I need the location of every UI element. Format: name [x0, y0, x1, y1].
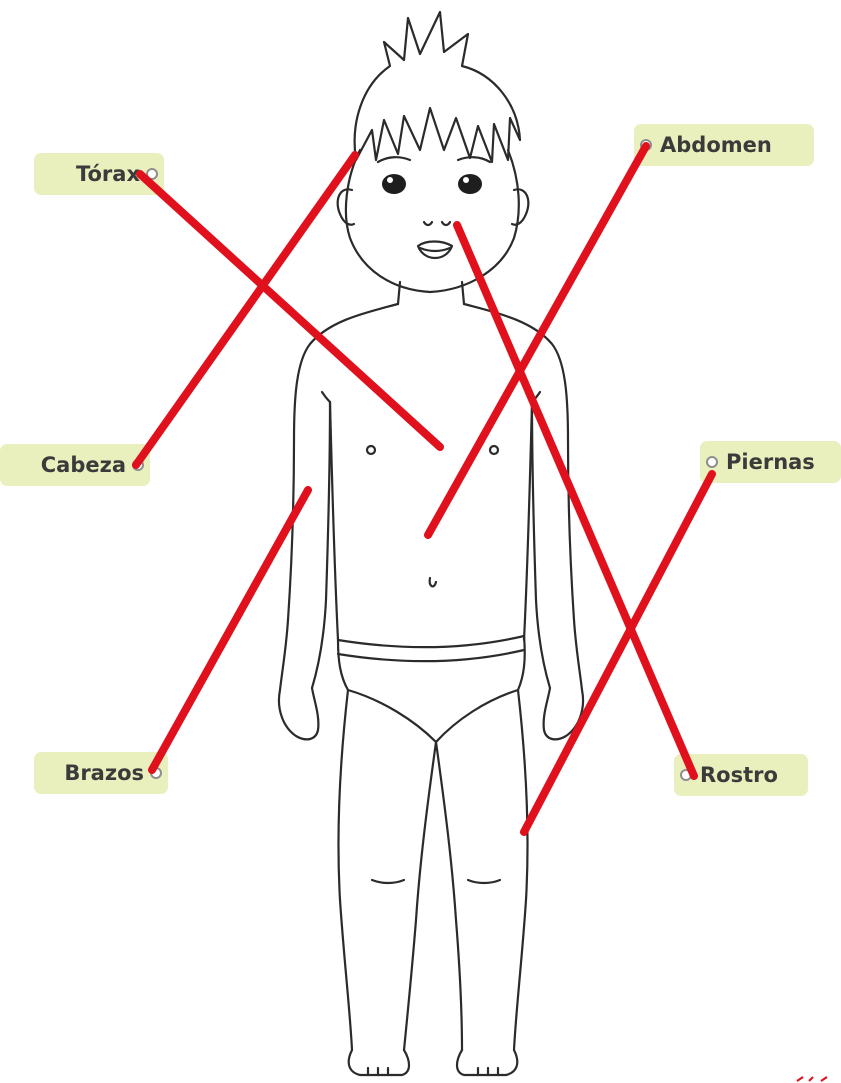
navel — [430, 578, 436, 586]
right-eye-highlight — [463, 177, 469, 183]
connector-point-torax[interactable] — [146, 168, 158, 180]
label-cabeza-text: Cabeza — [41, 453, 126, 477]
left-armpit — [322, 392, 330, 402]
label-piernas[interactable]: Piernas — [700, 441, 841, 483]
right-ear — [512, 189, 528, 224]
label-rostro[interactable]: Rostro — [674, 754, 808, 796]
left-leg-inner — [404, 742, 436, 1050]
connector-point-cabeza[interactable] — [132, 459, 144, 471]
label-abdomen[interactable]: Abdomen — [634, 124, 814, 166]
mouth-line — [420, 248, 450, 251]
left-nipple — [367, 446, 375, 454]
right-eyebrow — [458, 157, 490, 162]
hair — [355, 12, 520, 162]
torso-right — [524, 402, 532, 640]
right-armpit — [532, 392, 540, 402]
right-leg-inner — [436, 742, 462, 1050]
torso-left — [330, 402, 338, 640]
left-inner-arm — [312, 402, 330, 688]
connector-point-rostro[interactable] — [680, 769, 692, 781]
label-brazos-text: Brazos — [64, 761, 144, 785]
left-shoulder-arm — [279, 304, 398, 739]
label-torax[interactable]: Tórax — [34, 153, 164, 195]
label-rostro-text: Rostro — [700, 763, 778, 787]
connector-point-abdomen[interactable] — [640, 139, 652, 151]
left-eye-highlight — [387, 177, 393, 183]
label-abdomen-text: Abdomen — [660, 133, 772, 157]
left-eyebrow — [378, 157, 410, 162]
right-eye — [458, 174, 482, 194]
label-cabeza[interactable]: Cabeza — [0, 444, 150, 486]
right-nipple — [490, 446, 498, 454]
nose — [424, 222, 450, 225]
underwear-waistband — [338, 650, 524, 661]
eyes — [382, 174, 482, 194]
left-eye — [382, 174, 406, 194]
connector-point-brazos[interactable] — [150, 767, 162, 779]
corner-mark — [795, 1075, 835, 1083]
right-inner-arm — [532, 402, 550, 688]
label-torax-text: Tórax — [76, 162, 140, 186]
connector-point-piernas[interactable] — [706, 456, 718, 468]
label-brazos[interactable]: Brazos — [34, 752, 168, 794]
left-knee — [372, 880, 404, 883]
label-piernas-text: Piernas — [726, 450, 815, 474]
right-knee — [468, 880, 500, 883]
underwear — [338, 636, 525, 742]
